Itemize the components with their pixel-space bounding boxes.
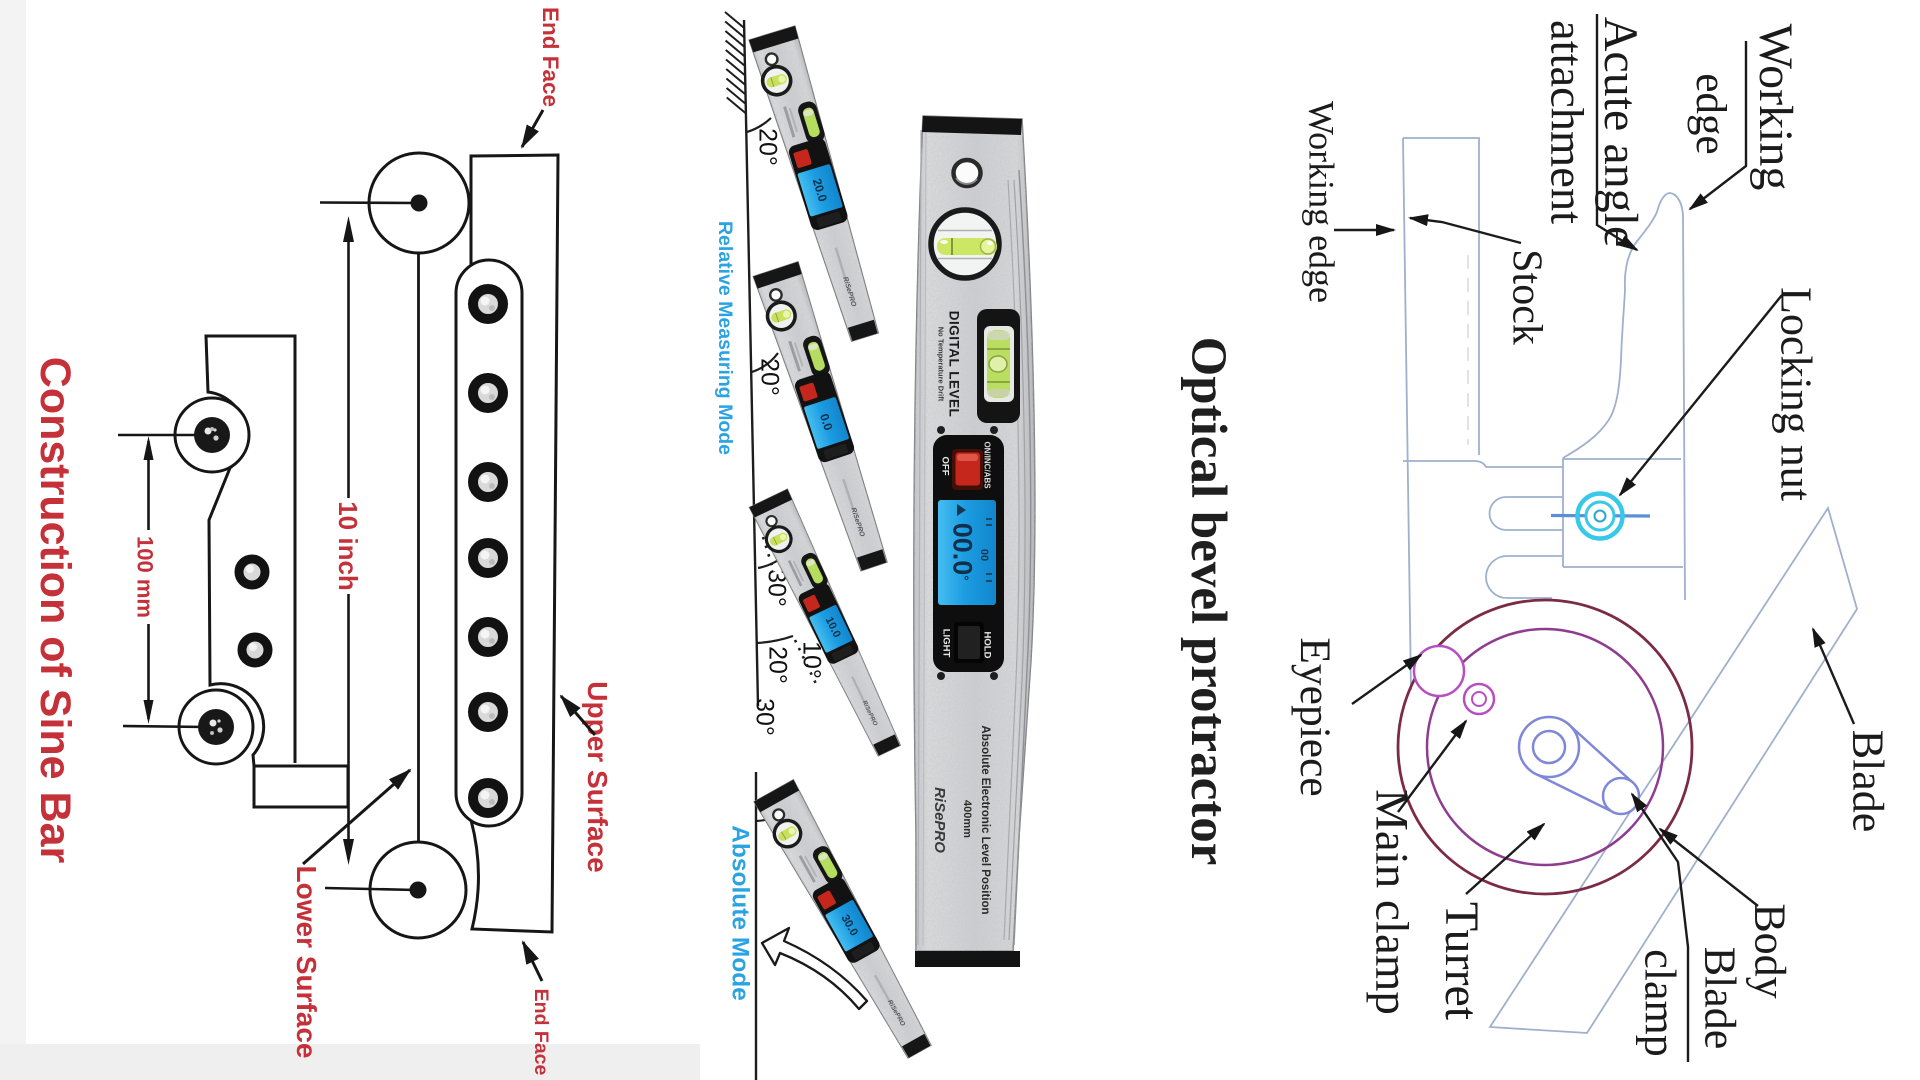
svg-text:clamp: clamp bbox=[1636, 949, 1685, 1057]
svg-text:00.0: 00.0 bbox=[948, 523, 978, 576]
svg-text:Construction of Sine Bar: Construction of Sine Bar bbox=[31, 357, 79, 864]
svg-text:Body: Body bbox=[1746, 903, 1795, 998]
svg-text:Absolute Mode: Absolute Mode bbox=[726, 825, 753, 1001]
svg-text:No Temperature Drift: No Temperature Drift bbox=[936, 327, 945, 402]
svg-text:20°: 20° bbox=[753, 128, 781, 166]
svg-text:Blade: Blade bbox=[1696, 947, 1745, 1050]
svg-text:30°: 30° bbox=[750, 698, 778, 736]
svg-text:°: ° bbox=[956, 575, 971, 580]
svg-text:attachment: attachment bbox=[1541, 20, 1592, 224]
svg-text:OFF: OFF bbox=[940, 457, 951, 476]
svg-text:0.0: 0.0 bbox=[817, 412, 836, 433]
svg-text:Working: Working bbox=[1749, 24, 1802, 191]
svg-text:Eyepiece: Eyepiece bbox=[1291, 637, 1339, 796]
svg-text:Absolute Electronic Level Posi: Absolute Electronic Level Position bbox=[979, 725, 991, 914]
svg-text:100 mm: 100 mm bbox=[132, 536, 157, 618]
svg-text:400mm: 400mm bbox=[961, 800, 973, 838]
svg-text:00: 00 bbox=[978, 549, 990, 561]
svg-text:Locking nut: Locking nut bbox=[1772, 287, 1821, 501]
svg-text:End Face: End Face bbox=[530, 989, 552, 1076]
svg-text:Blade: Blade bbox=[1844, 730, 1893, 833]
svg-text:LIGHT: LIGHT bbox=[941, 629, 952, 658]
svg-text:Upper Surface: Upper Surface bbox=[582, 681, 613, 872]
svg-text:Optical bevel protractor: Optical bevel protractor bbox=[1180, 337, 1236, 866]
svg-text:10 inch: 10 inch bbox=[333, 501, 363, 591]
svg-text:edge: edge bbox=[1687, 73, 1734, 154]
svg-text:Lower Surface: Lower Surface bbox=[291, 866, 322, 1059]
svg-text:Turret: Turret bbox=[1435, 902, 1488, 1021]
svg-text:20°: 20° bbox=[755, 358, 783, 396]
svg-text:Working edge: Working edge bbox=[1301, 101, 1341, 303]
svg-text:HOLD: HOLD bbox=[982, 632, 993, 659]
svg-text:ON/INC/ABS: ON/INC/ABS bbox=[983, 441, 992, 489]
svg-text:Stock: Stock bbox=[1503, 249, 1549, 345]
svg-text:20°: 20° bbox=[763, 646, 791, 684]
svg-text:End Face: End Face bbox=[538, 7, 563, 107]
svg-text:10°: 10° bbox=[797, 641, 825, 679]
svg-text:20.0: 20.0 bbox=[810, 177, 830, 204]
svg-text:RiSePRO: RiSePRO bbox=[931, 787, 948, 853]
svg-text:Acute angle: Acute angle bbox=[1594, 17, 1647, 248]
svg-text:Main clamp: Main clamp bbox=[1366, 789, 1418, 1015]
svg-text:Relative Measuring Mode: Relative Measuring Mode bbox=[714, 221, 736, 455]
svg-text:DIGITAL LEVEL: DIGITAL LEVEL bbox=[946, 311, 961, 418]
